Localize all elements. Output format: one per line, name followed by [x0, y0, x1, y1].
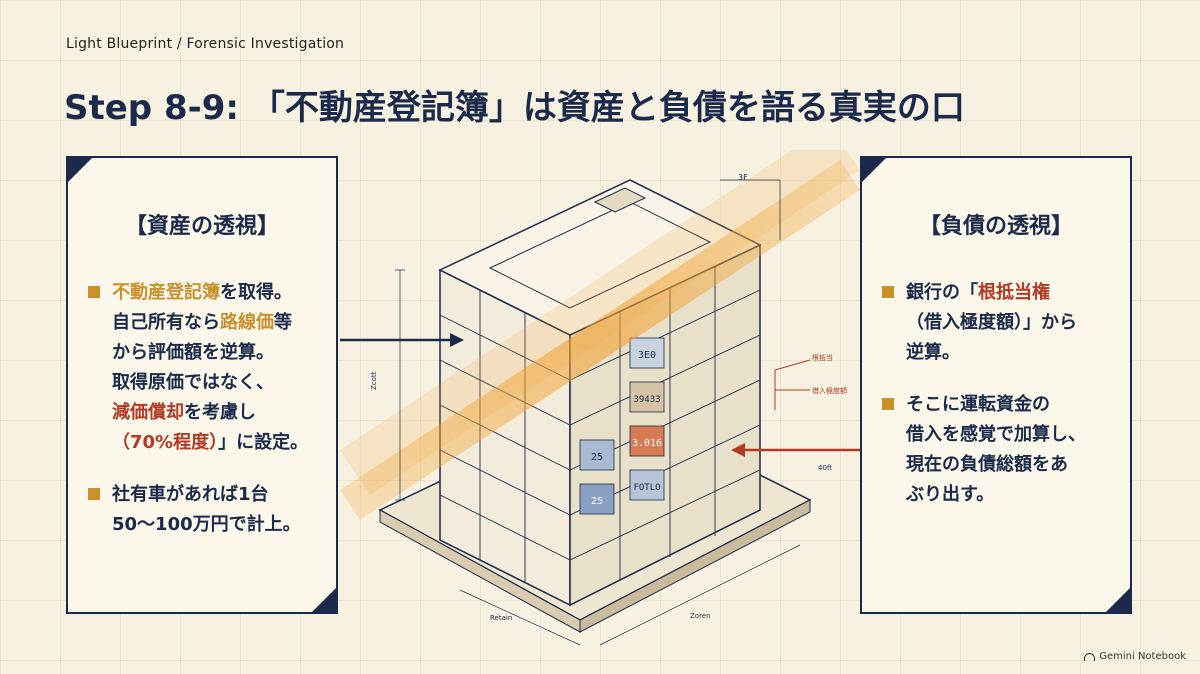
- footer-brand-text: Gemini Notebook: [1099, 651, 1186, 662]
- window-number: FOTLO: [633, 483, 660, 493]
- dimension-label: Zcott: [370, 371, 378, 390]
- window-panel: [579, 439, 615, 471]
- square-bullet-icon: [88, 286, 100, 298]
- page-title: Step 8-9: 「不動産登記簿」は資産と負債を語る真実の口: [64, 88, 965, 128]
- window-panel: [629, 425, 665, 457]
- bullet-line: 自己所有なら路線価等: [112, 308, 324, 338]
- building-blueprint-illustration: 3E0 39433 3.016 25 25 FOTLO 3F 根抵当 借入極度額…: [340, 150, 860, 646]
- panel-corner-decoration: [312, 588, 336, 612]
- asset-arrow: [340, 333, 464, 347]
- bullet-item: 銀行の「根抵当権 （借入極度額）」から逆算。: [882, 278, 1118, 368]
- bullet-line: （借入極度額）」から: [906, 308, 1118, 338]
- xray-beam: [340, 160, 860, 520]
- bullet-line: 社有車があれば1台: [112, 480, 324, 510]
- text-segment: そこに運転資金の: [906, 394, 1050, 415]
- text-segment: 自己所有なら: [112, 312, 220, 333]
- text-segment: 借入を感覚で加算し、: [906, 424, 1086, 445]
- liability-item-list: 銀行の「根抵当権 （借入極度額）」から逆算。そこに運転資金の借入を感覚で加算し、現…: [882, 278, 1118, 532]
- panel-corner-decoration: [862, 158, 886, 182]
- breadcrumb: Light Blueprint / Forensic Investigation: [66, 36, 345, 52]
- highlighted-text: 路線価: [220, 312, 274, 333]
- window-panel: [629, 337, 665, 369]
- bullet-line: 50〜100万円で計上。: [112, 510, 324, 540]
- text-segment: 社有車があれば1台: [112, 484, 269, 505]
- dimension-label: Retain: [490, 614, 512, 622]
- window-panel: [579, 483, 615, 515]
- bullet-line: から評価額を逆算。: [112, 338, 324, 368]
- window-number-group: 3E0 39433 3.016 25 25 FOTLO: [579, 337, 665, 515]
- window-panel: [629, 381, 665, 413]
- bullet-line: 銀行の「根抵当権: [906, 278, 1118, 308]
- bullet-item: 不動産登記簿を取得。自己所有なら路線価等から評価額を逆算。取得原価ではなく、減価…: [88, 278, 324, 458]
- dimension-label: 3F: [738, 173, 748, 182]
- text-segment: 50〜100万円で計上。: [112, 514, 301, 535]
- bullet-line: 現在の負債総額をあ: [906, 450, 1118, 480]
- dimension-label: 40ft: [818, 464, 832, 472]
- text-segment: ぶり出す。: [906, 484, 995, 505]
- gemini-notebook-logo-icon: [1084, 652, 1096, 661]
- bullet-line: 不動産登記簿を取得。: [112, 278, 324, 308]
- text-segment: 」に設定。: [218, 432, 309, 453]
- square-bullet-icon: [882, 286, 894, 298]
- text-segment: （借入極度額）」から: [906, 312, 1077, 333]
- text-segment: 銀行の「: [906, 282, 978, 303]
- liability-panel: 【負債の透視】 銀行の「根抵当権 （借入極度額）」から逆算。そこに運転資金の借入を…: [860, 156, 1132, 614]
- text-segment: 取得原価ではなく、: [112, 372, 274, 393]
- bullet-line: ぶり出す。: [906, 480, 1118, 510]
- window-number: 3E0: [638, 350, 656, 361]
- leader-lines: [774, 359, 811, 410]
- window-panel: [629, 469, 665, 501]
- text-segment: 逆算。: [906, 342, 960, 363]
- footer-brand: Gemini Notebook: [1084, 651, 1186, 662]
- xray-beam-outer: [340, 150, 860, 495]
- text-segment: を考慮し: [184, 402, 256, 423]
- asset-panel: 【資産の透視】 不動産登記簿を取得。自己所有なら路線価等から評価額を逆算。取得原…: [66, 156, 338, 614]
- text-segment: を取得。: [220, 282, 292, 303]
- window-number: 39433: [633, 395, 660, 405]
- dimension-lines: [395, 179, 801, 646]
- leader-label: 根抵当: [812, 353, 833, 362]
- highlighted-text: 減価償却: [112, 402, 184, 423]
- bullet-line: 逆算。: [906, 338, 1118, 368]
- highlighted-text: （70%程度）: [112, 432, 219, 453]
- asset-panel-heading: 【資産の透視】: [124, 214, 279, 239]
- panel-corner-decoration: [1106, 588, 1130, 612]
- panel-corner-decoration: [68, 158, 92, 182]
- bullet-item: そこに運転資金の借入を感覚で加算し、現在の負債総額をあぶり出す。: [882, 390, 1118, 510]
- highlighted-text: 根抵当権: [978, 282, 1050, 303]
- liability-arrow: [731, 443, 860, 457]
- bullet-line: 取得原価ではなく、: [112, 368, 324, 398]
- bullet-line: 借入を感覚で加算し、: [906, 420, 1118, 450]
- asset-item-list: 不動産登記簿を取得。自己所有なら路線価等から評価額を逆算。取得原価ではなく、減価…: [88, 278, 324, 562]
- highlighted-text: 不動産登記簿: [112, 282, 220, 303]
- leader-label: 借入極度額: [812, 386, 847, 395]
- window-number: 3.016: [632, 438, 662, 449]
- window-number: 25: [591, 496, 603, 507]
- text-segment: から評価額を逆算。: [112, 342, 274, 363]
- bullet-line: 減価償却を考慮し: [112, 398, 324, 428]
- bullet-line: そこに運転資金の: [906, 390, 1118, 420]
- square-bullet-icon: [882, 398, 894, 410]
- dimension-label: Zoren: [690, 612, 711, 620]
- liability-panel-heading: 【負債の透視】: [918, 214, 1073, 239]
- text-segment: 現在の負債総額をあ: [906, 454, 1068, 475]
- text-segment: 等: [274, 312, 292, 333]
- bullet-line: （70%程度）」に設定。: [112, 428, 324, 458]
- square-bullet-icon: [88, 488, 100, 500]
- window-number: 25: [591, 452, 603, 463]
- bullet-item: 社有車があれば1台 50〜100万円で計上。: [88, 480, 324, 540]
